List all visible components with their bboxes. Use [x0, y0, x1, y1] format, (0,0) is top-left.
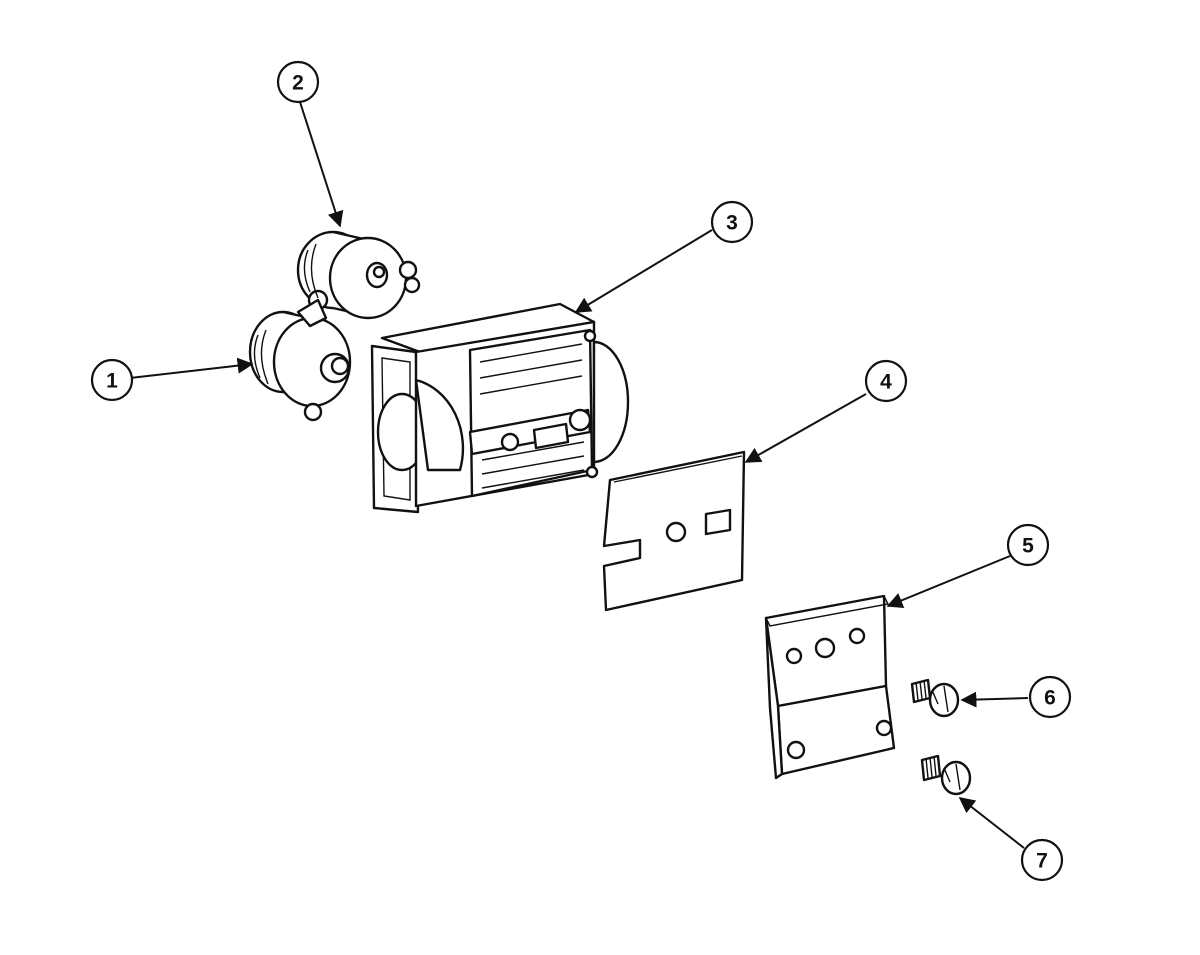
- callout-4: 4: [864, 359, 908, 403]
- callout-label-7: 7: [1036, 850, 1048, 873]
- callout-label-1: 1: [106, 370, 118, 393]
- callout-1: 1: [90, 358, 134, 402]
- part-5-bracket: [764, 594, 896, 780]
- callout-label-2: 2: [292, 72, 304, 95]
- part-3-timer-body: [370, 302, 630, 514]
- part-2-motor: [296, 230, 421, 320]
- part-1-motor: [248, 298, 352, 422]
- callout-3: 3: [710, 200, 754, 244]
- callout-7: 7: [1020, 838, 1064, 882]
- leader-1: [129, 357, 254, 379]
- leader-6: [960, 691, 1029, 708]
- leader-2: [299, 101, 344, 228]
- leader-5: [886, 555, 1011, 608]
- part-7-screw: [920, 754, 972, 796]
- part-4-plate: [602, 450, 746, 612]
- leader-7: [958, 797, 1025, 849]
- callout-5: 5: [1006, 523, 1050, 567]
- callout-label-5: 5: [1022, 535, 1034, 558]
- callout-label-3: 3: [726, 212, 738, 235]
- callout-label-6: 6: [1044, 687, 1056, 710]
- leader-4: [744, 393, 867, 463]
- part-6-screw: [910, 678, 960, 718]
- callout-2: 2: [276, 60, 320, 104]
- leader-3: [574, 229, 713, 313]
- callout-6: 6: [1028, 675, 1072, 719]
- callout-label-4: 4: [880, 371, 892, 394]
- leader-lines: [129, 101, 1029, 849]
